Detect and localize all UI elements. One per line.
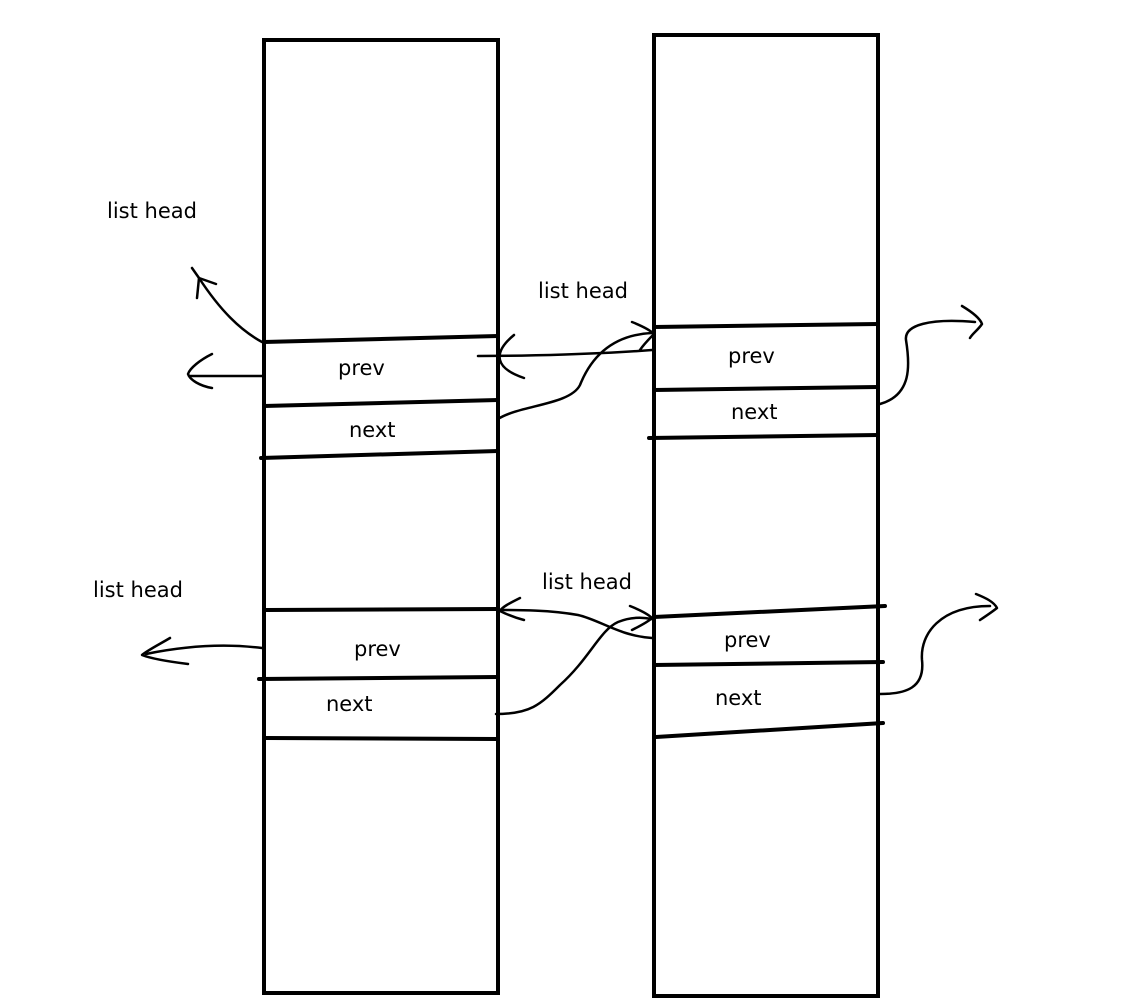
right-bottom-prev-to-left-node-arrowhead: [498, 596, 526, 622]
left-bottom-node-top-line: [264, 607, 500, 612]
left-bottom-next-to-right-node-arrowhead: [628, 604, 654, 632]
left-bottom-prev-left-arrow: [144, 644, 264, 656]
left-bottom-next-label: next: [326, 692, 373, 716]
right-bottom-next-out-arrowhead: [974, 592, 999, 622]
left-bottom-node-mid-line: [257, 675, 500, 681]
right-bottom-next-out-arrow: [878, 604, 992, 696]
left-top-prev-left-arrowhead: [186, 352, 214, 390]
left-top-next-to-right-node-arrowhead: [630, 320, 656, 352]
right-top-prev-label: prev: [728, 344, 775, 368]
right-bottom-next-label: next: [715, 686, 762, 710]
left-bottom-node-bottom-line: [264, 736, 500, 741]
right-bottom-list-node: prev next: [652, 604, 887, 739]
left-bottom-prev-left-arrowhead: [140, 636, 190, 666]
left-top-prev-up-arrow: [197, 276, 264, 344]
right-top-node-top-line: [652, 322, 880, 329]
right-bottom-prev-to-left-node-arrow: [496, 608, 654, 640]
left-top-prev-label: prev: [338, 356, 385, 380]
right-top-list-node: prev next: [647, 322, 880, 440]
left-bottom-next-to-right-node-arrow: [494, 616, 654, 716]
list-head-label-mid-bottom: list head: [542, 570, 632, 594]
left-top-node-bottom-line: [259, 449, 500, 460]
left-bottom-list-node: prev next: [257, 607, 500, 741]
left-top-next-label: next: [349, 418, 396, 442]
left-struct-box: [262, 38, 500, 995]
right-bottom-node-bottom-line: [654, 721, 885, 739]
left-top-node-top-line: [262, 334, 500, 344]
right-struct-box: [652, 33, 880, 998]
right-top-prev-to-left-node-arrow: [476, 348, 654, 358]
right-bottom-prev-label: prev: [724, 628, 771, 652]
left-top-node-mid-line: [262, 398, 500, 408]
right-top-next-out-arrowhead: [960, 304, 984, 340]
list-head-label-mid-top: list head: [538, 279, 628, 303]
list-head-label-left-top: list head: [107, 199, 197, 223]
right-bottom-node-mid-line: [652, 660, 885, 667]
right-top-node-bottom-line: [647, 433, 880, 440]
left-bottom-prev-label: prev: [354, 637, 401, 661]
left-top-list-node: prev next: [259, 334, 500, 460]
left-top-prev-up-arrowhead: [190, 266, 218, 300]
right-bottom-node-top-line: [652, 604, 887, 619]
right-top-node-mid-line: [652, 385, 880, 392]
right-top-prev-to-left-node-arrowhead: [498, 333, 526, 380]
list-head-label-left-bottom: list head: [93, 578, 183, 602]
right-top-next-out-arrow: [878, 319, 977, 406]
right-top-next-label: next: [731, 400, 778, 424]
left-top-next-to-right-node-arrow: [496, 331, 654, 421]
